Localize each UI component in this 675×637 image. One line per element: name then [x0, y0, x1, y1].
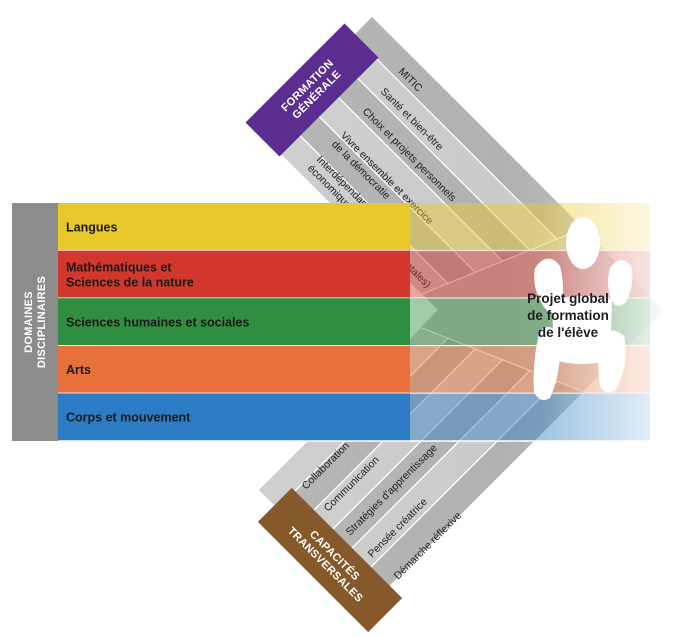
band-label: Sciences humaines et sociales: [66, 316, 249, 330]
band-4-left: [58, 393, 410, 441]
domaines-title-line: DISCIPLINAIRES: [36, 276, 48, 368]
figure-leg-left: [533, 327, 561, 400]
domaines-box-bg: [12, 203, 58, 441]
figure-arm-left: [534, 258, 563, 313]
band-0-left: [58, 203, 410, 251]
band-2-left: [58, 298, 410, 346]
band-3-left: [58, 345, 410, 394]
figure-body: [552, 296, 612, 364]
figure-arm-right: [608, 260, 633, 306]
figure-leg-right: [598, 330, 626, 393]
ct-box-bg: [257, 487, 403, 633]
band-1-left: [58, 250, 410, 299]
band-label: Arts: [66, 363, 91, 377]
band-label: Langues: [66, 220, 117, 234]
center-group: Projet global de formation de l'élève: [527, 217, 633, 400]
domaines-title-line: DOMAINES: [23, 291, 35, 353]
center-text-line: de l'élève: [538, 325, 599, 340]
tip-fade: [380, 10, 675, 610]
fg-box-bg: [245, 23, 379, 157]
figure-head: [566, 217, 600, 269]
center-text-line: Projet global: [527, 291, 609, 306]
arrow-fade: [380, 10, 675, 610]
band-label: Corps et mouvement: [66, 411, 191, 425]
center-text-line: de formation: [527, 308, 609, 323]
band-label: Sciences de la nature: [66, 275, 194, 289]
band-label: Mathématiques et: [66, 260, 172, 274]
